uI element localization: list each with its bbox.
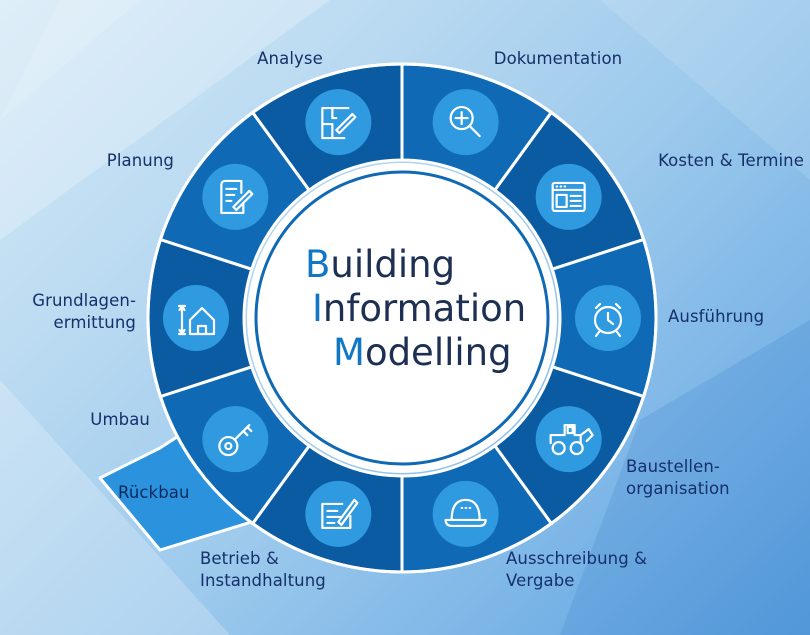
title-line-building: Building: [305, 243, 456, 286]
icon-disc-8: [163, 285, 229, 351]
label-analyse: Analyse: [257, 49, 323, 68]
title-initial-b: B: [305, 243, 331, 286]
label-baustellenorganisation: Baustellen- organisation: [626, 457, 730, 498]
label-grundlagenermittung: Grundlagen- ermittung: [32, 291, 136, 332]
icon-disc-2: [535, 163, 602, 230]
diagram-title: Building Information Modelling: [305, 243, 526, 375]
phase-icons: [163, 89, 641, 547]
icon-disc-10: [305, 89, 372, 156]
label-rueckbau: Rückbau: [118, 483, 190, 502]
label-betrieb-instandhaltung: Betrieb & Instandhaltung: [200, 549, 326, 590]
wheel-loader-icon: [549, 423, 594, 456]
icon-disc-9: [202, 163, 269, 230]
document-pen-icon: [220, 179, 254, 215]
label-ausfuehrung: Ausführung: [668, 307, 765, 326]
center-hub: [247, 163, 557, 473]
icon-disc-4: [535, 406, 602, 473]
title-initial-m: M: [333, 331, 365, 374]
label-ausschreibung-vergabe: Ausschreibung & Vergabe: [506, 549, 648, 590]
label-dokumentation: Dokumentation: [493, 49, 623, 68]
alarm-clock-icon: [593, 302, 623, 338]
browser-window-icon: [551, 181, 586, 213]
hard-hat-icon: [444, 498, 487, 528]
floorplan-pen-icon: [321, 106, 357, 140]
magnify-plus-icon: [449, 105, 481, 138]
key-icon: [218, 423, 253, 457]
label-planung: Planung: [106, 151, 174, 170]
title-line-modelling: Modelling: [333, 331, 512, 374]
center-hub-ring: [254, 170, 550, 466]
title-initial-i: I: [312, 287, 323, 330]
icon-disc-5: [432, 480, 499, 547]
contract-pen-icon: [321, 498, 359, 530]
label-kosten-termine: Kosten & Termine: [658, 151, 804, 170]
title-line-information: Information: [312, 287, 527, 330]
icon-disc-6: [305, 480, 372, 547]
icon-disc-1: [432, 89, 499, 156]
label-umbau: Umbau: [90, 410, 150, 429]
house-resize-icon: [177, 304, 216, 336]
